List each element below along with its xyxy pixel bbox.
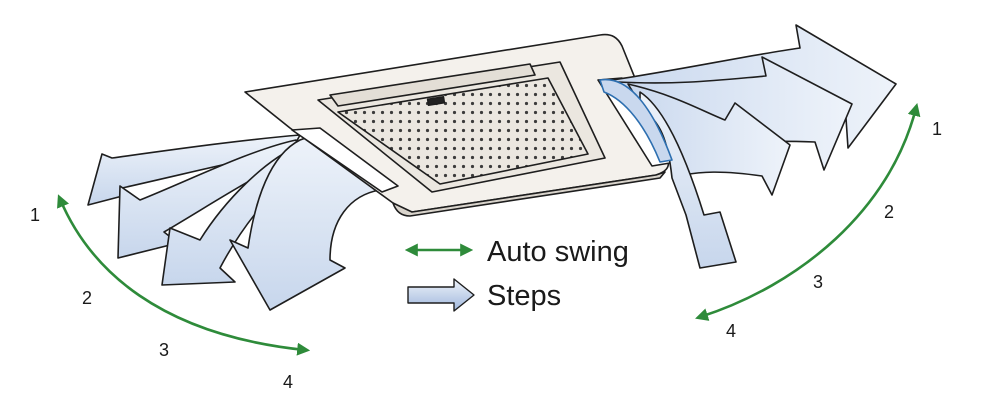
sensor-badge (426, 95, 446, 107)
right-swing-arc (695, 102, 921, 321)
left-louver (291, 127, 399, 193)
auto-swing-label: Auto swing (487, 236, 629, 268)
right-step-labels: 1 2 3 4 (726, 119, 942, 341)
upper-vent-slot (329, 63, 536, 107)
steps-icon (407, 278, 475, 312)
left-step-labels: 1 2 3 4 (30, 205, 293, 392)
right-step-2: 2 (884, 202, 894, 222)
legend: Auto swing Steps (404, 236, 629, 312)
right-step-3: 3 (813, 272, 823, 292)
left-step-4: 4 (283, 372, 293, 392)
left-step-1: 1 (30, 205, 40, 225)
right-step-1: 1 (932, 119, 942, 139)
right-louver (599, 78, 673, 163)
right-step-4: 4 (726, 321, 736, 341)
intake-grille (337, 77, 589, 185)
left-step-2: 2 (82, 288, 92, 308)
left-swing-arc (57, 194, 311, 356)
steps-label: Steps (487, 280, 561, 312)
panel-edge (392, 171, 666, 217)
left-step-3: 3 (159, 340, 169, 360)
